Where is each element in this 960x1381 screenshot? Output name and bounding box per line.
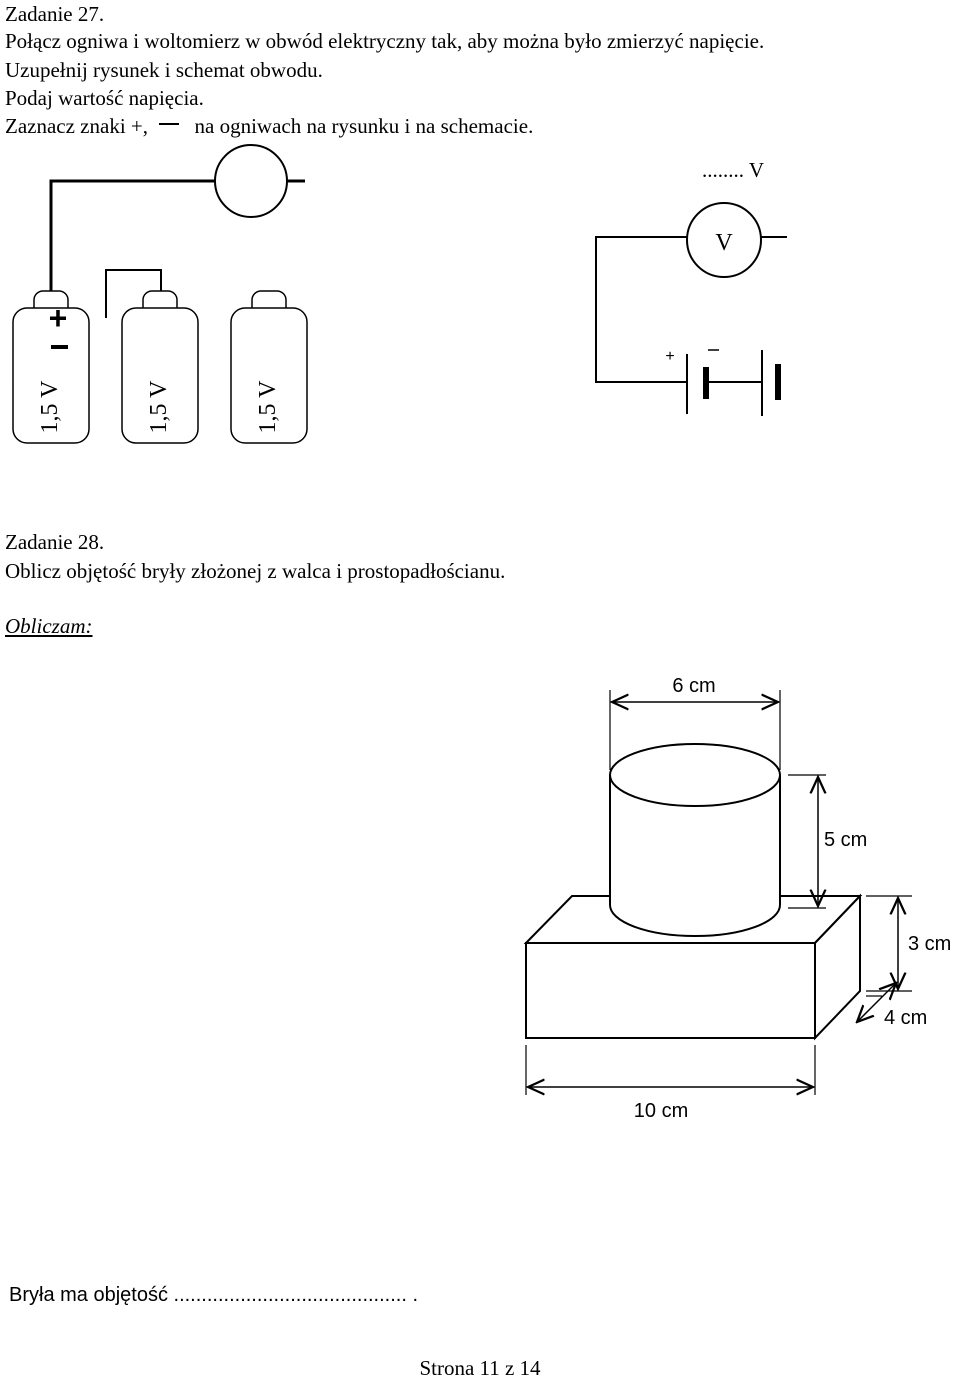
cell-3: 1,5 V (230, 290, 308, 444)
box-depth-dimension-arrow (857, 983, 896, 1022)
cell-2: 1,5 V (121, 290, 199, 444)
solid-drawing: 6 cm 5 cm 3 cm 4 cm 10 cm (523, 675, 951, 1122)
task27-instruction-4a: Zaznacz znaki +, (5, 114, 149, 138)
task27-instruction-3: Podaj wartość napięcia. (5, 86, 204, 110)
task28-heading: Zadanie 28. (5, 530, 105, 554)
cylinder (609, 743, 781, 937)
cell-1-label: 1,5 V (37, 380, 63, 434)
task27-instruction-2: Uzupełnij rysunek i schemat obwodu. (5, 58, 323, 82)
diameter-label: 6 cm (672, 675, 715, 697)
box-width-label: 10 cm (634, 1100, 688, 1122)
cell-3-label: 1,5 V (255, 380, 281, 434)
voltage-answer-blank: ........ V (702, 158, 764, 182)
task27-instruction-4b: na ogniwach na rysunku i na schemacie. (194, 114, 534, 138)
schematic-wire-left (595, 236, 687, 383)
cell-1-plus: + (49, 300, 68, 336)
task28-instruction: Oblicz objętość bryły złożonej z walca i… (5, 559, 506, 583)
minus-sign-icon (159, 123, 180, 125)
extension-lines (525, 690, 912, 1095)
schematic-plus: + (665, 348, 674, 365)
task27-instruction-4: Zaznacz znaki +, na ogniwach na rysunku … (5, 114, 533, 138)
box-depth-label: 4 cm (884, 1007, 927, 1029)
cell-1: + 1,5 V (12, 290, 90, 444)
voltmeter-symbol-letter: V (715, 230, 733, 256)
work-label: Obliczam: (5, 614, 93, 638)
circuit-drawing: + 1,5 V 1,5 V 1,5 V ........ V V + (12, 144, 787, 444)
cylinder-height-label: 5 cm (824, 829, 867, 851)
box-height-label: 3 cm (908, 933, 951, 955)
task27-heading: Zadanie 27. (5, 2, 105, 26)
voltmeter-symbol-icon (686, 202, 762, 278)
page-number: Strona 11 z 14 (419, 1356, 541, 1380)
cell-2-label: 1,5 V (146, 380, 172, 434)
task27-instruction-1: Połącz ogniwa i woltomierz w obwód elekt… (5, 29, 765, 53)
volume-answer-line: Bryła ma objętość ......................… (9, 1284, 419, 1306)
wire-between-cells (105, 269, 162, 318)
wire-to-first-cell (49, 179, 215, 293)
voltmeter-circle-icon (214, 144, 288, 218)
